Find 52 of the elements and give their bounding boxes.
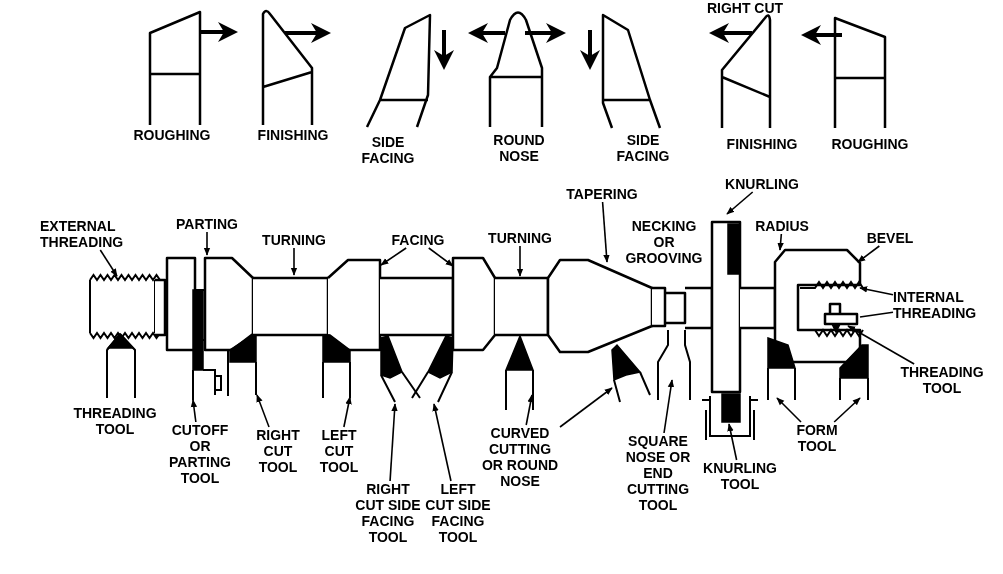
leader-line [99,249,118,277]
callout-label: FORM TOOL [788,422,846,454]
caption-label: RIGHT CUT [705,0,785,16]
caption-label: FINISHING [256,127,330,143]
callout-label: TAPERING [556,186,648,202]
leader-line [343,396,352,428]
callout-label: KNURLING TOOL [694,460,786,492]
callout-label: INTERNAL THREADING [893,289,993,321]
leader-line [516,245,524,277]
caption-label: NECKING OR GROOVING [624,218,704,266]
callout-label: FACING [384,232,452,248]
callout-label: RIGHT CUT SIDE FACING TOOL [355,481,421,545]
leader-line [525,394,534,426]
callout-label: SQUARE NOSE OR END CUTTING TOOL [620,433,696,513]
leader-line [776,397,802,423]
leader-line [380,247,407,266]
callout-label: EXTERNAL THREADING [40,218,140,250]
leader-line [432,403,452,482]
caption-label: ROUGHING [830,136,910,152]
leader-line [847,325,915,365]
callout-label: BEVEL [860,230,920,246]
leader-line [559,387,613,428]
leader-line [290,247,298,276]
callout-label: RIGHT CUT TOOL [250,427,306,475]
caption-label: THREADING TOOL [72,405,158,437]
leader-line [190,399,198,423]
leader-line [859,311,894,318]
leader-line [256,394,270,428]
caption-label: SIDE FACING [360,134,416,166]
leader-line [601,201,610,263]
caption-label: FINISHING [725,136,799,152]
callout-label: TURNING [254,232,334,248]
callout-label: TURNING [480,230,560,246]
callout-label: KNURLING [714,176,810,192]
leader-line [777,233,784,251]
callout-label: LEFT CUT TOOL [314,427,364,475]
leader-line [726,191,754,215]
callout-label: RADIUS [750,218,814,234]
callout-label: CUTOFF OR PARTING TOOL [162,422,238,486]
leader-line [427,247,454,267]
leader-line [727,423,738,461]
caption-label: ROUND NOSE [492,132,546,164]
caption-label: ROUGHING [132,127,212,143]
leader-line [859,286,894,296]
leader-line [833,397,861,423]
leader-line [663,379,675,434]
leader-line [203,231,211,256]
leader-line [389,403,398,482]
leader-line [857,245,881,263]
callout-label: THREADING TOOL [898,364,986,396]
caption-label: SIDE FACING [615,132,671,164]
callout-label: PARTING [172,216,242,232]
